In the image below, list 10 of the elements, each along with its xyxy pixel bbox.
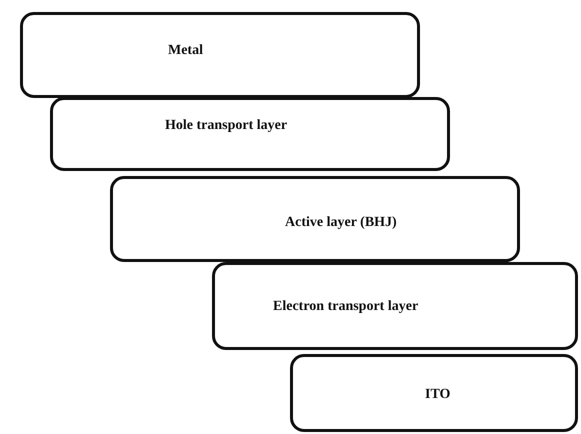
layer-box [290, 354, 578, 432]
layer-label: ITO [425, 387, 450, 403]
layer-box [212, 262, 578, 350]
layer-box [50, 97, 450, 171]
layer-box [110, 176, 520, 262]
layer-box [20, 12, 420, 98]
layer-label: Electron transport layer [273, 299, 418, 315]
layer-label: Active layer (BHJ) [285, 215, 397, 231]
layer-label: Hole transport layer [165, 118, 288, 134]
layer-label: Metal [168, 43, 203, 59]
